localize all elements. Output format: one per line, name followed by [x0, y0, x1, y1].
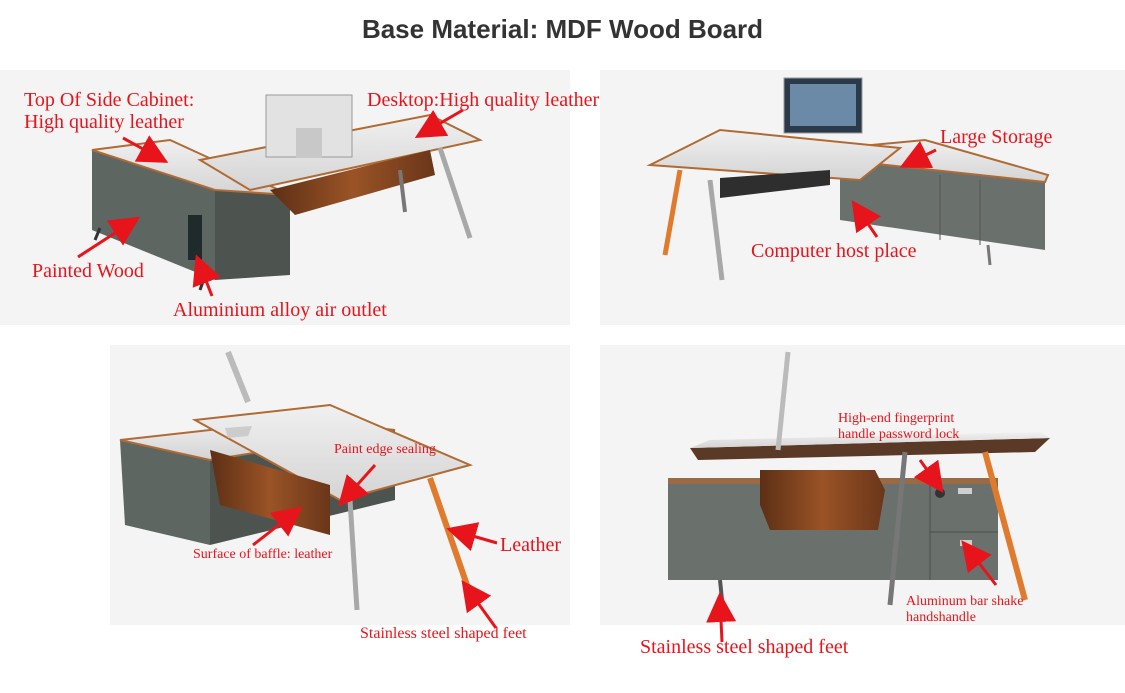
label-desktop: Desktop:High quality leather [367, 89, 600, 111]
label-computer-host: Computer host place [751, 240, 917, 262]
desk-bottom-right [600, 345, 1125, 625]
label-handle-2: handshandle [906, 610, 976, 625]
label-lock-1: High-end fingerprint [838, 411, 955, 426]
label-large-storage: Large Storage [940, 126, 1053, 148]
label-feet-right: Stainless steel shaped feet [640, 636, 849, 658]
label-baffle: Surface of baffle: leather [193, 547, 333, 562]
page-title: Base Material: MDF Wood Board [361, 14, 764, 44]
label-feet-left: Stainless steel shaped feet [360, 625, 527, 642]
label-handle-1: Aluminum bar shake [906, 594, 1024, 609]
annotation-arrows [77, 108, 998, 643]
label-lock-2: handle password lock [838, 427, 960, 442]
label-side-cabinet-2: High quality leather [24, 111, 184, 133]
label-leather: Leather [500, 534, 562, 556]
desk-top-left [0, 70, 570, 325]
desk-bottom-left [110, 345, 570, 625]
label-paint-edge: Paint edge sealing [334, 442, 436, 457]
label-painted-wood: Painted Wood [32, 260, 144, 282]
label-side-cabinet-1: Top Of Side Cabinet: [24, 89, 195, 111]
label-air-outlet: Aluminium alloy air outlet [173, 299, 387, 321]
desk-top-right [600, 70, 1125, 325]
